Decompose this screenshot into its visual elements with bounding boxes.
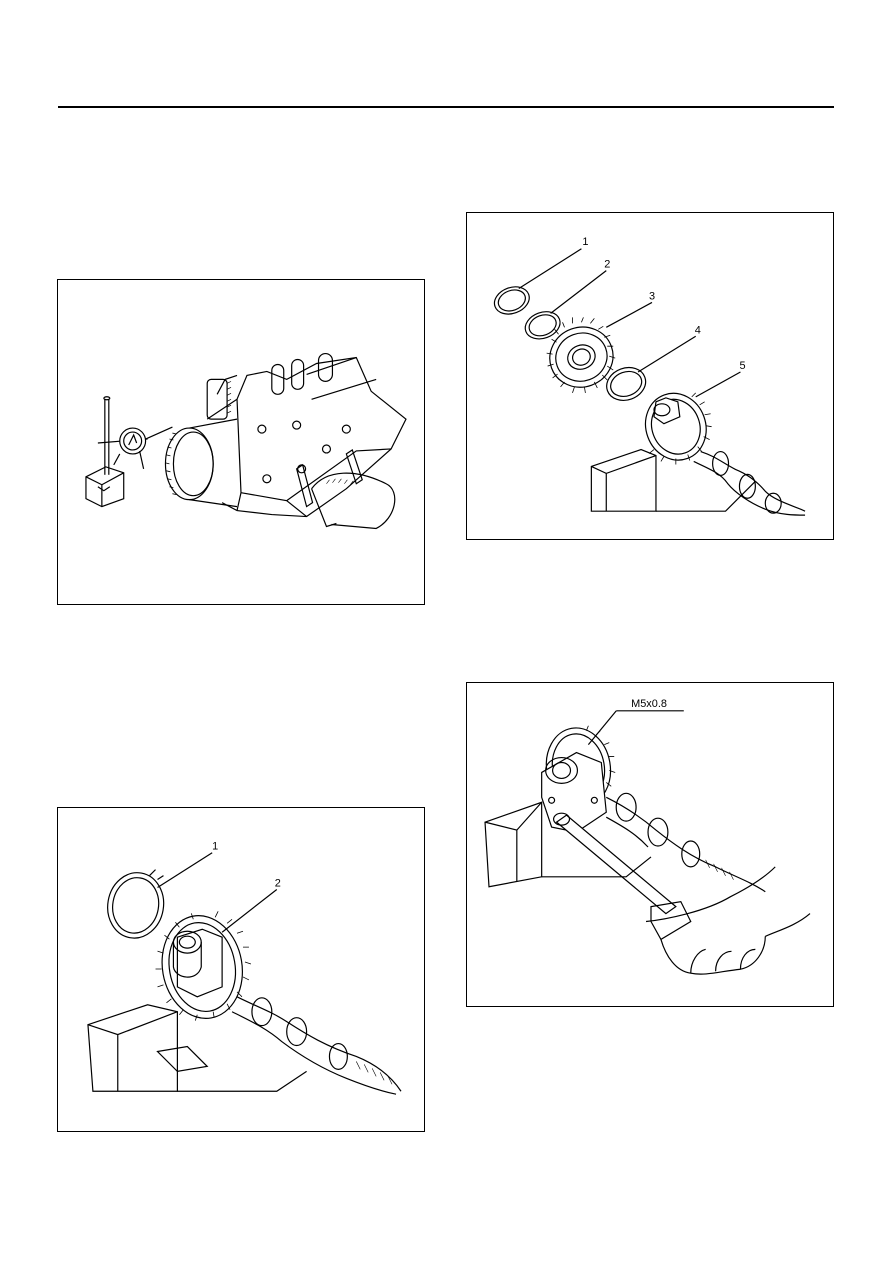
gear-part-3 bbox=[546, 317, 616, 394]
figure-wrench: M5x0.8 bbox=[466, 682, 834, 1007]
callout-1: 1 bbox=[582, 236, 588, 248]
callout-4: 4 bbox=[695, 324, 701, 336]
camshaft-gear-part-5 bbox=[644, 392, 712, 465]
gear-exploded-view-illustration: 1 2 3 4 5 bbox=[493, 236, 806, 516]
dial-indicator-illustration bbox=[85, 352, 407, 530]
gear-bolt-wrench-illustration: M5x0.8 bbox=[484, 698, 811, 975]
callout-3: 3 bbox=[649, 290, 655, 302]
callout-2: 2 bbox=[275, 878, 281, 890]
figure-dial-gauge bbox=[57, 279, 425, 605]
callout-thread-size: M5x0.8 bbox=[631, 698, 667, 710]
callout-5: 5 bbox=[739, 360, 745, 372]
figure-snap-ring: 1 2 bbox=[57, 807, 425, 1132]
callout-1: 1 bbox=[212, 841, 218, 853]
figure-exploded-gear: 1 2 3 4 5 bbox=[466, 212, 834, 540]
snap-ring-removal-illustration: 1 2 bbox=[87, 841, 402, 1095]
header-rule bbox=[58, 106, 834, 108]
callout-2: 2 bbox=[604, 259, 610, 271]
